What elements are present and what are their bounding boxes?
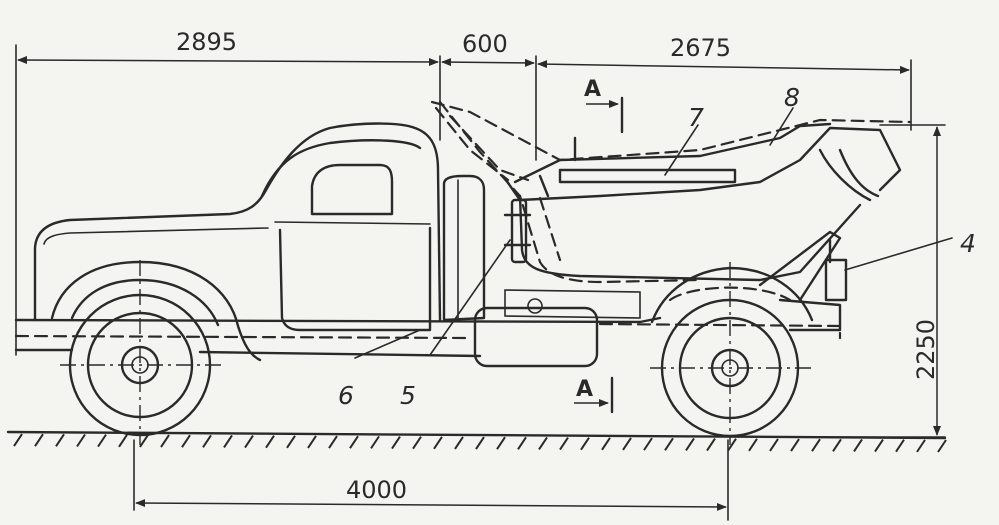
dump-body xyxy=(504,122,902,282)
ground-hatch xyxy=(97,434,107,448)
ground-hatch xyxy=(370,435,380,449)
section-label-bottom: A xyxy=(576,377,593,402)
ground-hatch xyxy=(664,437,674,451)
ground-hatch xyxy=(160,434,170,448)
ground-hatch xyxy=(475,436,485,450)
ground-hatch xyxy=(244,435,254,449)
ground-hatch xyxy=(118,434,128,448)
ground-hatch xyxy=(391,435,401,450)
ground-hatch xyxy=(790,438,800,452)
ground-hatch xyxy=(706,437,716,452)
section-mark-bottom xyxy=(574,376,614,414)
ground-hatch xyxy=(349,435,359,449)
ground-hatch xyxy=(811,438,821,452)
ground-hatch xyxy=(307,435,317,449)
ground-hatch xyxy=(538,436,548,451)
lift-mechanism xyxy=(503,198,848,302)
dimension-cab-length: 2895 xyxy=(176,28,237,56)
ground-hatch xyxy=(454,436,464,450)
ground-hatch xyxy=(937,439,947,453)
ground-hatch xyxy=(622,437,632,451)
ground-hatch xyxy=(181,434,191,448)
ground-hatch xyxy=(412,436,422,450)
rear-wheel xyxy=(650,262,814,445)
ground-hatch xyxy=(895,439,905,453)
ground-hatch xyxy=(496,436,506,450)
ground-hatch xyxy=(202,434,212,448)
ground-hatch xyxy=(223,434,233,448)
callout-4: 4 xyxy=(960,229,976,258)
ground-hatch xyxy=(580,437,590,451)
ground-hatch xyxy=(727,438,737,452)
raised-body-outline xyxy=(430,100,912,284)
ground-hatch xyxy=(328,435,338,449)
ground-hatch xyxy=(559,437,569,451)
ground-hatch xyxy=(139,434,149,448)
callout-6: 6 xyxy=(338,381,354,410)
ground-hatch xyxy=(34,433,44,447)
ground-hatch xyxy=(265,435,275,449)
ground-hatch xyxy=(517,436,527,450)
ground-hatch xyxy=(433,436,443,450)
ground-hatch xyxy=(874,439,884,453)
ground-hatch xyxy=(853,438,863,453)
ground-hatch xyxy=(643,437,653,451)
top-dimension-line xyxy=(15,44,912,356)
ground-hatch xyxy=(769,438,779,452)
spare-tire-column xyxy=(442,174,486,322)
section-mark-top xyxy=(586,96,624,134)
ground-hatch xyxy=(832,438,842,452)
section-label-top: A xyxy=(584,77,601,102)
ground-hatch xyxy=(286,435,296,449)
callout-5: 5 xyxy=(400,381,416,410)
ground-line xyxy=(6,430,947,453)
dimension-wheelbase: 4000 xyxy=(346,476,407,504)
front-wheel xyxy=(60,260,222,445)
fuel-tank xyxy=(473,289,641,368)
ground-hatch xyxy=(916,439,926,453)
dimension-body-length: 2675 xyxy=(670,34,731,62)
ground-hatch xyxy=(685,437,695,451)
height-dimension-line xyxy=(799,124,946,438)
callout-7: 7 xyxy=(688,103,704,132)
dimension-height: 2250 xyxy=(912,319,940,380)
callout-leaders xyxy=(354,107,953,359)
ground-hatch xyxy=(76,433,86,448)
truck-cab xyxy=(33,122,442,362)
ground-hatch xyxy=(601,437,611,451)
dimension-gap: 600 xyxy=(462,30,508,58)
ground-hatch xyxy=(748,438,758,452)
ground-hatch xyxy=(55,433,65,447)
callout-8: 8 xyxy=(784,83,800,112)
ground-hatch xyxy=(13,433,23,447)
wheelbase-dimension-line xyxy=(133,439,729,521)
